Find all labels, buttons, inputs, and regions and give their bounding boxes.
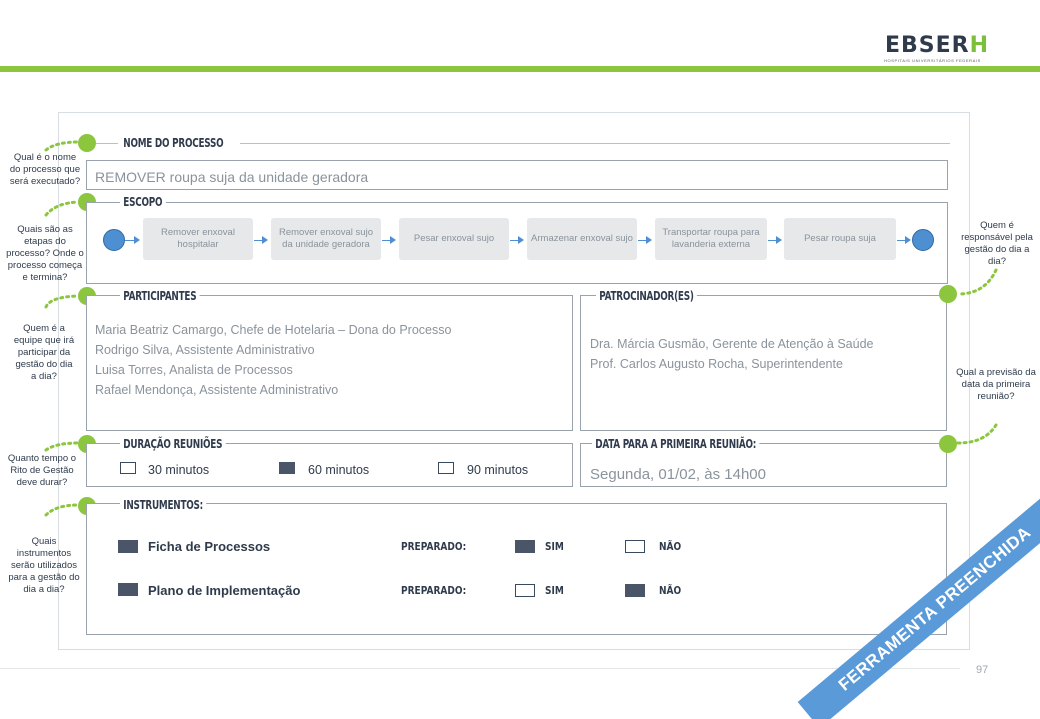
duration-title: DURAÇÃO REUNIÕES <box>120 437 226 451</box>
flow-arrow <box>125 240 135 241</box>
process-name-value: REMOVER roupa suja da unidade geradora <box>95 169 369 185</box>
instruments-question: Quais instrumentos serão utilizados para… <box>8 536 80 595</box>
footer-rule <box>0 668 960 669</box>
duration-60-checkbox[interactable] <box>279 462 295 474</box>
instrument-2-prepared-label: PREPARADO: <box>401 584 467 597</box>
duration-30-label: 30 minutos <box>148 463 210 477</box>
flow-arrow <box>638 240 646 241</box>
participants-list: Maria Beatriz Camargo, Chefe de Hotelari… <box>95 320 451 400</box>
scope-step-4: Armazenar enxoval sujo <box>527 218 637 260</box>
instrument-2-marker <box>118 583 138 596</box>
flow-arrowhead <box>646 236 652 244</box>
instrument-1-no-label: NÃO <box>659 540 682 553</box>
form-frame <box>58 112 970 650</box>
scope-title: ESCOPO <box>120 195 166 209</box>
first-meeting-value: Segunda, 01/02, às 14h00 <box>590 466 766 483</box>
instrument-1-no-checkbox[interactable] <box>625 540 645 553</box>
sponsor-item: Dra. Márcia Gusmão, Gerente de Atenção à… <box>590 337 874 351</box>
instrument-1-prepared-label: PREPARADO: <box>401 540 467 553</box>
participant-item: Luisa Torres, Analista de Processos <box>95 363 293 377</box>
sponsor-item: Prof. Carlos Augusto Rocha, Superintende… <box>590 357 843 371</box>
flow-arrow <box>382 240 390 241</box>
duration-90-checkbox[interactable] <box>438 462 454 474</box>
ebserh-logo: EBSERH <box>885 33 990 58</box>
instrument-1-label: Ficha de Processos <box>148 539 271 554</box>
process-name-marker <box>78 134 96 152</box>
flow-arrowhead <box>134 236 140 244</box>
sponsors-marker <box>939 285 957 303</box>
instrument-2-yes-checkbox[interactable] <box>515 584 535 597</box>
title-rule <box>96 143 118 144</box>
scope-step-6: Pesar roupa suja <box>784 218 896 260</box>
instruments-title: INSTRUMENTOS: <box>120 498 207 512</box>
scope-step-3: Pesar enxoval sujo <box>399 218 509 260</box>
logo-subtitle: HOSPITAIS UNIVERSITÁRIOS FEDERAIS <box>884 58 981 63</box>
instrument-2-no-label: NÃO <box>659 584 682 597</box>
process-name-title: NOME DO PROCESSO <box>120 136 227 150</box>
flow-arrow <box>510 240 518 241</box>
flow-arrowhead <box>518 236 524 244</box>
header-green-bar <box>0 66 1040 72</box>
scope-end-circle <box>912 229 934 251</box>
flow-arrowhead <box>390 236 396 244</box>
participant-item: Rodrigo Silva, Assistente Administrativo <box>95 343 315 357</box>
participants-box <box>86 295 573 431</box>
title-rule <box>240 143 950 144</box>
first-meeting-question: Qual a previsão da data da primeira reun… <box>956 367 1036 402</box>
first-meeting-title: DATA PARA A PRIMEIRA REUNIÃO: <box>592 437 760 451</box>
instrument-1-yes-label: SIM <box>545 540 564 553</box>
sponsors-list: Dra. Márcia Gusmão, Gerente de Atenção à… <box>590 334 874 374</box>
instrument-2-no-checkbox[interactable] <box>625 584 645 597</box>
instruments-box <box>86 503 947 635</box>
page-number: 97 <box>976 664 989 676</box>
process-name-question: Qual é o nome do processo que será execu… <box>9 152 81 187</box>
duration-question: Quanto tempo o Rito de Gestão deve durar… <box>7 453 77 488</box>
sponsors-title: PATROCINADOR(ES) <box>596 289 697 303</box>
first-meeting-marker <box>939 435 957 453</box>
participants-question: Quem é a equipe que irá participar da ge… <box>13 323 75 382</box>
sponsors-question: Quem é responsável pela gestão do dia a … <box>961 220 1033 267</box>
scope-question: Quais são as etapas do processo? Onde o … <box>6 224 84 283</box>
flow-arrow <box>768 240 776 241</box>
participant-item: Rafael Mendonça, Assistente Administrati… <box>95 383 339 397</box>
scope-step-5: Transportar roupa para lavanderia extern… <box>655 218 767 260</box>
flow-arrow <box>897 240 905 241</box>
participant-item: Maria Beatriz Camargo, Chefe de Hotelari… <box>95 323 452 337</box>
duration-30-checkbox[interactable] <box>120 462 136 474</box>
duration-60-label: 60 minutos <box>308 463 370 477</box>
flow-arrowhead <box>262 236 268 244</box>
duration-90-label: 90 minutos <box>467 463 529 477</box>
flow-arrow <box>254 240 262 241</box>
scope-step-2: Remover enxoval sujo da unidade geradora <box>271 218 381 260</box>
scope-start-circle <box>103 229 125 251</box>
instrument-1-yes-checkbox[interactable] <box>515 540 535 553</box>
instrument-2-label: Plano de Implementação <box>148 583 301 598</box>
flow-arrowhead <box>905 236 911 244</box>
process-name-field[interactable]: REMOVER roupa suja da unidade geradora <box>86 160 948 190</box>
instrument-1-marker <box>118 540 138 553</box>
flow-arrowhead <box>776 236 782 244</box>
participants-title: PARTICIPANTES <box>120 289 200 303</box>
instrument-2-yes-label: SIM <box>545 584 564 597</box>
sponsors-box <box>580 295 947 431</box>
scope-step-1: Remover enxoval hospitalar <box>143 218 253 260</box>
